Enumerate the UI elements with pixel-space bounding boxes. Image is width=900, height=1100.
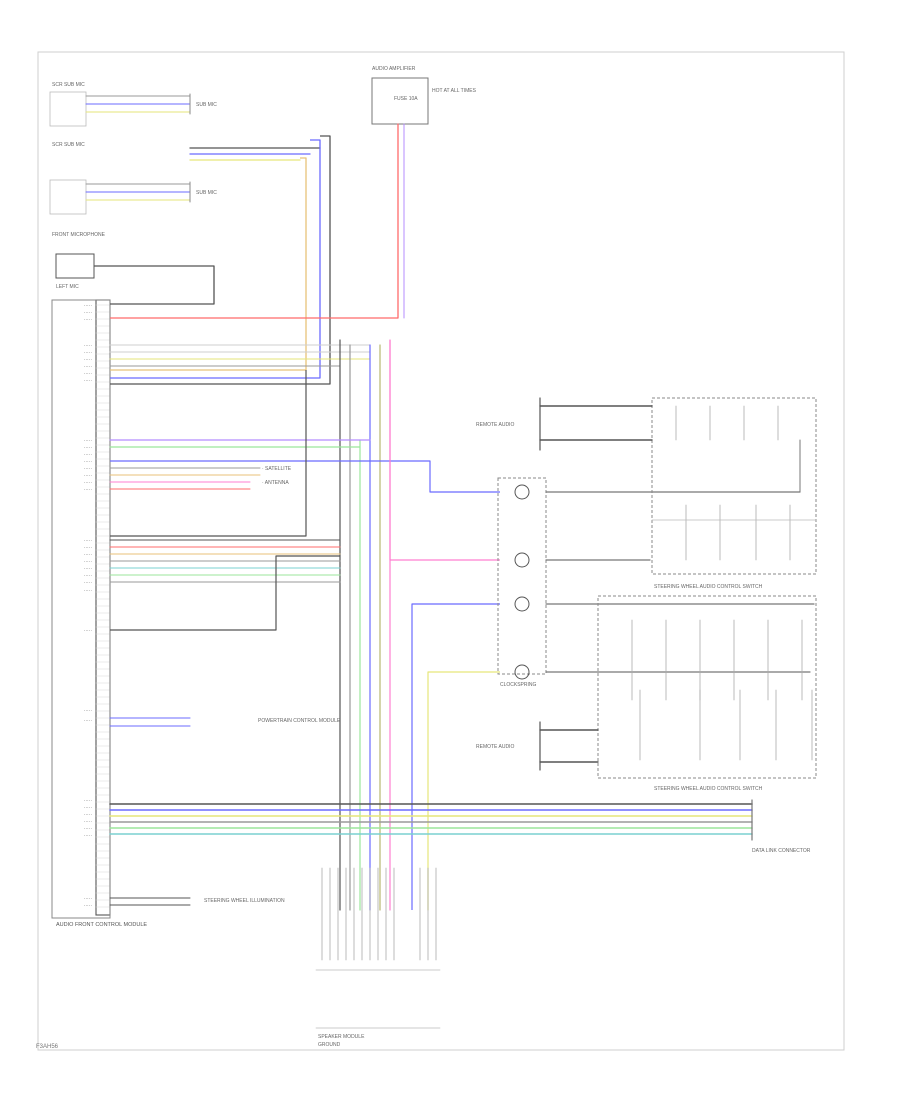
- pin-label: ·····: [84, 317, 93, 323]
- pin-label: ·····: [84, 819, 93, 825]
- pin-label: ·····: [84, 573, 93, 579]
- pcm-label: POWERTRAIN CONTROL MODULE: [258, 718, 341, 724]
- wire: [110, 139, 321, 379]
- clockspring-terminal: [514, 664, 530, 680]
- fuse-label: FUSE 10A: [394, 96, 418, 102]
- pin-label: ·····: [84, 798, 93, 804]
- pin-label: ·····: [84, 559, 93, 565]
- main-control-module: [51, 299, 111, 919]
- pin-label: ·····: [84, 566, 93, 572]
- wire: [94, 265, 215, 305]
- ground-label: GROUND: [318, 1042, 341, 1048]
- sw-top-label: STEERING WHEEL AUDIO CONTROL SWITCH: [654, 584, 763, 590]
- clockspring-terminal: [514, 552, 530, 568]
- sw-illum-label: STEERING WHEEL ILLUMINATION: [204, 898, 285, 904]
- sub-mic-2-tag: SUB MIC: [196, 190, 217, 196]
- clockspring-terminal: [514, 484, 530, 500]
- pin-label: ·····: [84, 552, 93, 558]
- front-microphone-label: FRONT MICROPHONE: [52, 232, 106, 238]
- pin-label: ·····: [84, 812, 93, 818]
- diagram-id-label: F3AH56: [36, 1044, 59, 1050]
- speaker-module-label: SPEAKER MODULE: [318, 1034, 365, 1040]
- data-connector-label: DATA LINK CONNECTOR: [752, 848, 811, 854]
- pin-label: ·····: [84, 459, 93, 465]
- sw-bottom-label: STEERING WHEEL AUDIO CONTROL SWITCH: [654, 786, 763, 792]
- wire: [110, 370, 307, 537]
- pin-label: ·····: [84, 357, 93, 363]
- hot-at-all-times-label: HOT AT ALL TIMES: [432, 88, 477, 94]
- wire: [110, 157, 307, 371]
- pin-label: ·····: [84, 466, 93, 472]
- sw-bottom-box: [597, 595, 817, 779]
- pin-label: ·····: [84, 538, 93, 544]
- pin-label: ·····: [84, 343, 93, 349]
- amplifier-box: [371, 77, 429, 125]
- sw-top-box: [651, 397, 817, 575]
- wire: [389, 340, 500, 561]
- diagram-frame: [37, 51, 845, 1051]
- antenna-tag: · ANTENNA: [262, 480, 289, 486]
- clockspring-terminal: [514, 596, 530, 612]
- wire: [110, 135, 331, 385]
- pin-label: ·····: [84, 480, 93, 486]
- pin-label: ·····: [84, 896, 93, 902]
- pin-label: ·····: [84, 310, 93, 316]
- pin-label: ·····: [84, 588, 93, 594]
- wire: [427, 671, 500, 680]
- pin-label: ·····: [84, 826, 93, 832]
- satellite-tag-1: · SATELLITE: [262, 466, 292, 472]
- wire: [411, 603, 500, 612]
- pin-label: ·····: [84, 718, 93, 724]
- scr-sub-mic-2-label: SCR SUB MIC: [52, 142, 85, 148]
- pin-label: ·····: [84, 708, 93, 714]
- pin-label: ·····: [84, 445, 93, 451]
- clockspring-label: CLOCKSPRING: [500, 682, 537, 688]
- front-microphone-box: [55, 253, 95, 279]
- clockspring-box: [497, 477, 547, 675]
- pin-label: ·····: [84, 350, 93, 356]
- pin-label: ·····: [84, 438, 93, 444]
- pin-label: ·····: [84, 378, 93, 384]
- pin-label: ·····: [84, 628, 93, 634]
- pin-label: ·····: [84, 833, 93, 839]
- left-mic-label: LEFT MIC: [56, 284, 79, 290]
- wire: [110, 555, 340, 631]
- remote-label-bottom: REMOTE AUDIO: [476, 744, 514, 750]
- remote-label-top: REMOTE AUDIO: [476, 422, 514, 428]
- pin-label: ·····: [84, 545, 93, 551]
- sub-mic-1-tag: SUB MIC: [196, 102, 217, 108]
- main-control-label: AUDIO FRONT CONTROL MODULE: [56, 922, 147, 928]
- scr-sub-mic-2-box: [49, 179, 87, 215]
- pin-label: ·····: [84, 473, 93, 479]
- pin-label: ·····: [84, 364, 93, 370]
- pin-label: ·····: [84, 371, 93, 377]
- pin-label: ·····: [84, 452, 93, 458]
- pin-label: ·····: [84, 303, 93, 309]
- pin-label: ·····: [84, 805, 93, 811]
- pin-label: ·····: [84, 487, 93, 493]
- pin-label: ·····: [84, 580, 93, 586]
- amplifier-label: AUDIO AMPLIFIER: [372, 66, 416, 72]
- scr-sub-mic-1-box: [49, 91, 87, 127]
- wire: [110, 460, 500, 493]
- pin-label: ·····: [84, 903, 93, 909]
- scr-sub-mic-1-label: SCR SUB MIC: [52, 82, 85, 88]
